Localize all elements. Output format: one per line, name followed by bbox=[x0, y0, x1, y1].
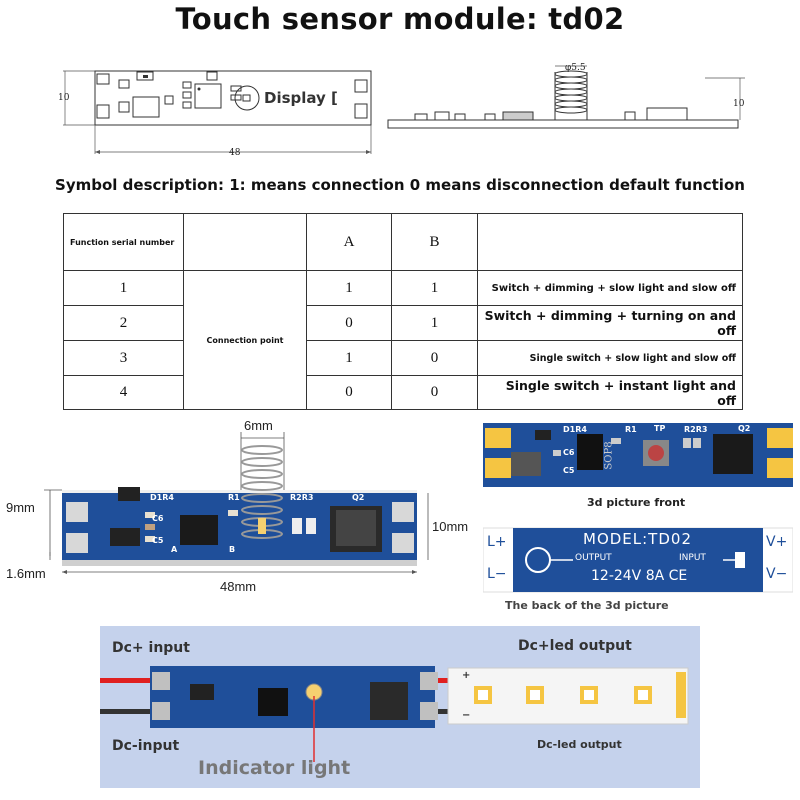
function-cell: Switch + dimming + turning on and off bbox=[477, 305, 743, 341]
back-v-plus: V+ bbox=[766, 534, 788, 550]
front-label-tp: TP bbox=[654, 424, 666, 433]
back-3d-picture: MODEL:TD02 OUTPUT INPUT 12-24V 8A CE L+ … bbox=[483, 524, 793, 594]
led-plus-sign: + bbox=[462, 670, 471, 681]
front-label-r1: R1 bbox=[625, 425, 637, 434]
dim-length-48mm: 48mm bbox=[220, 579, 257, 594]
table-row: 4 0 0 Single switch + instant light and … bbox=[63, 375, 743, 410]
dim-height-label: 10 bbox=[58, 93, 70, 103]
page-title: Touch sensor module: td02 bbox=[175, 2, 625, 36]
dim-width-label: 48 bbox=[229, 148, 241, 158]
table-row: 3 1 0 Single switch + slow light and slo… bbox=[63, 340, 743, 376]
header-blank bbox=[183, 213, 307, 271]
pcb-label-q2: Q2 bbox=[352, 493, 365, 502]
indicator-light-label: Indicator light bbox=[198, 757, 351, 779]
top-view-drawing bbox=[63, 70, 372, 154]
table-header-row: Function serial number A B bbox=[63, 213, 743, 271]
back-input: INPUT bbox=[679, 553, 706, 563]
front-label-d1r4: D1R4 bbox=[563, 425, 587, 434]
dim-spring-label: φ5.5 bbox=[565, 63, 586, 73]
function-cell: Single switch + slow light and slow off bbox=[477, 340, 743, 376]
serial-cell: 2 bbox=[63, 305, 184, 341]
function-table: Function serial number A B 1 Connection … bbox=[63, 213, 743, 410]
back-output: OUTPUT bbox=[575, 553, 612, 563]
a-cell: 0 bbox=[306, 375, 392, 410]
dc-minus-input-label: Dc-input bbox=[112, 738, 180, 754]
pcb-label-c6: C6 bbox=[152, 514, 164, 523]
module-photo bbox=[44, 432, 429, 574]
table-row: 2 0 1 Switch + dimming + turning on and … bbox=[63, 305, 743, 341]
dc-plus-input-label: Dc+ input bbox=[112, 640, 190, 656]
dim-spring-6mm: 6mm bbox=[244, 418, 273, 433]
back-spec: 12-24V 8A CE bbox=[591, 568, 688, 584]
pcb-label-a: A bbox=[171, 545, 178, 554]
back-l-plus: L+ bbox=[487, 534, 507, 550]
pcb-label-c5: C5 bbox=[152, 536, 164, 545]
b-cell: 0 bbox=[391, 340, 478, 376]
header-a: A bbox=[306, 213, 392, 271]
header-b: B bbox=[391, 213, 478, 271]
back-3d-caption: The back of the 3d picture bbox=[505, 599, 669, 612]
led-minus-sign: − bbox=[462, 710, 471, 721]
b-cell: 0 bbox=[391, 375, 478, 410]
dim-right-10mm: 10mm bbox=[432, 519, 469, 534]
front-label-c5: C5 bbox=[563, 466, 575, 475]
header-serial: Function serial number bbox=[63, 213, 184, 271]
dim-height-9mm: 9mm bbox=[6, 500, 35, 515]
front-label-q2: Q2 bbox=[738, 424, 751, 433]
pcb-label-r1: R1 bbox=[228, 493, 240, 502]
front-3d-caption: 3d picture front bbox=[587, 496, 686, 509]
front-3d-picture bbox=[483, 423, 793, 487]
table-row: 1 Connection point 1 1 Switch + dimming … bbox=[63, 270, 743, 410]
back-l-minus: L− bbox=[487, 566, 507, 582]
pcb-label-b: B bbox=[229, 545, 236, 554]
header-function bbox=[477, 213, 743, 271]
back-v-minus: V− bbox=[766, 566, 788, 582]
symbol-description: Symbol description: 1: means connection … bbox=[55, 176, 745, 194]
display-label: Display [ bbox=[264, 89, 338, 107]
pcb-label-r2r3: R2R3 bbox=[290, 493, 314, 502]
dc-plus-led-label: Dc+led output bbox=[518, 638, 632, 654]
function-cell: Switch + dimming + slow light and slow o… bbox=[477, 270, 743, 306]
side-view-drawing bbox=[387, 65, 745, 129]
dim-thickness: 1.6mm bbox=[6, 566, 46, 581]
a-cell: 1 bbox=[306, 270, 392, 306]
back-model: MODEL:TD02 bbox=[583, 530, 692, 548]
serial-cell: 4 bbox=[63, 375, 184, 410]
connection-point-cell: Connection point bbox=[183, 270, 307, 410]
function-cell: Single switch + instant light and off bbox=[477, 375, 743, 410]
b-cell: 1 bbox=[391, 270, 478, 306]
serial-cell: 1 bbox=[63, 270, 184, 306]
front-label-c6: C6 bbox=[563, 448, 575, 457]
b-cell: 1 bbox=[391, 305, 478, 341]
dim-side-height-label: 10 bbox=[733, 99, 745, 109]
dc-minus-led-label: Dc-led output bbox=[537, 738, 622, 751]
a-cell: 1 bbox=[306, 340, 392, 376]
serial-cell: 3 bbox=[63, 340, 184, 376]
front-label-sop8: SOP8 bbox=[603, 441, 615, 470]
front-label-r2r3: R2R3 bbox=[684, 425, 708, 434]
wiring-diagram: Dc+ input Dc-input Dc+led output Dc-led … bbox=[100, 626, 700, 788]
a-cell: 0 bbox=[306, 305, 392, 341]
pcb-label-d1r4: D1R4 bbox=[150, 493, 174, 502]
